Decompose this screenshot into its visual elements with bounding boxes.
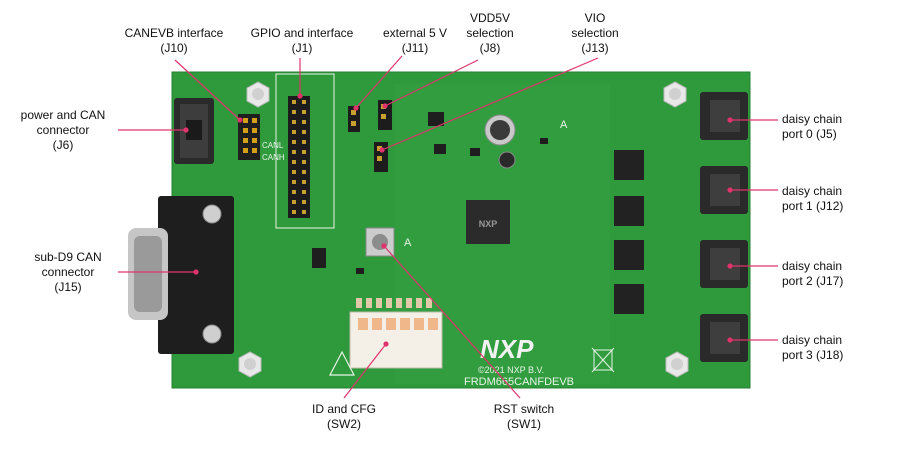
- daisy-chain-connector-j18: [700, 314, 748, 362]
- label-line: port 2 (J17): [782, 274, 844, 288]
- label-line: port 0 (J5): [782, 127, 837, 141]
- label-line: RST switch: [493, 402, 555, 416]
- resistor-array: [356, 298, 432, 308]
- label-line: power and CAN: [20, 108, 106, 122]
- label-ext5v: external 5 V (J11): [370, 26, 460, 56]
- capacitor: [498, 151, 516, 169]
- label-canevb: CANEVB interface (J10): [108, 26, 240, 56]
- weee-bin-icon: [591, 347, 615, 373]
- ext5v-header: [348, 106, 360, 132]
- label-line: daisy chain: [782, 184, 843, 198]
- board-name: FRDM665CANFDEVB: [464, 376, 574, 388]
- canevb-header: [238, 114, 260, 160]
- label-line: port 1 (J12): [782, 199, 844, 213]
- label-line: connector: [41, 265, 95, 279]
- label-line: selection: [466, 26, 514, 40]
- label-vio: VIO selection (J13): [560, 11, 630, 56]
- label-line: daisy chain: [782, 112, 843, 126]
- leader-lines: [118, 55, 778, 399]
- silk-a: A: [560, 119, 568, 131]
- esd-warning-icon: [329, 350, 355, 376]
- mounting-hole: [665, 351, 689, 378]
- label-line: (J10): [160, 41, 188, 55]
- label-line: sub-D9 CAN: [34, 250, 102, 264]
- label-rst: RST switch (SW1): [476, 402, 572, 432]
- label-line: port 3 (J18): [782, 348, 844, 362]
- label-line: (J11): [401, 41, 429, 55]
- label-subd9: sub-D9 CAN connector (J15): [20, 250, 116, 295]
- main-ic: NXP: [466, 200, 510, 244]
- label-line: connector: [36, 123, 90, 137]
- svg-text:NXP: NXP: [479, 219, 498, 229]
- smd-components: [312, 112, 548, 274]
- mounting-hole: [663, 81, 687, 108]
- can-transceivers: [614, 150, 644, 314]
- label-line: daisy chain: [782, 259, 843, 273]
- silk-a: A: [404, 237, 412, 249]
- label-vdd5v: VDD5V selection (J8): [455, 11, 525, 56]
- subd9-connector: [128, 196, 234, 354]
- label-line: selection: [571, 26, 619, 40]
- daisy-chain-connector-j5: [700, 92, 748, 140]
- power-can-connector: [174, 98, 214, 164]
- label-gpio: GPIO and interface (J1): [242, 26, 362, 56]
- label-power-can: power and CAN connector (J6): [10, 108, 116, 153]
- board-copyright: ©2021 NXP B.V.: [478, 365, 544, 375]
- label-daisy-chain-0: daisy chain port 0 (J5): [782, 112, 902, 142]
- nxp-logo: NXP: [480, 334, 534, 364]
- label-line: VIO: [584, 11, 606, 25]
- label-line: VDD5V: [469, 11, 510, 25]
- label-line: (J13): [581, 41, 609, 55]
- label-daisy-chain-1: daisy chain port 1 (J12): [782, 184, 902, 214]
- label-line: GPIO and interface: [250, 26, 354, 40]
- gpio-header: [275, 73, 335, 229]
- label-line: (J1): [291, 41, 313, 55]
- label-line: (J8): [479, 41, 501, 55]
- silk-canl: CANL: [262, 141, 284, 150]
- label-line: daisy chain: [782, 333, 843, 347]
- label-line: ID and CFG: [311, 402, 377, 416]
- dip-switch: [349, 311, 443, 369]
- mounting-hole: [238, 351, 262, 378]
- label-daisy-chain-2: daisy chain port 2 (J17): [782, 259, 902, 289]
- silk-canh: CANH: [262, 153, 285, 162]
- label-line: (J15): [54, 280, 82, 294]
- label-line: (SW1): [507, 417, 541, 431]
- label-line: CANEVB interface: [124, 26, 224, 40]
- daisy-chain-connector-j17: [700, 240, 748, 288]
- capacitor: [484, 114, 516, 146]
- label-line: (SW2): [327, 417, 361, 431]
- label-line: external 5 V: [382, 26, 448, 40]
- mounting-hole: [246, 81, 270, 108]
- label-line: (J6): [52, 138, 74, 152]
- label-id-cfg: ID and CFG (SW2): [296, 402, 392, 432]
- label-daisy-chain-3: daisy chain port 3 (J18): [782, 333, 902, 363]
- vio-jumper: [374, 142, 388, 172]
